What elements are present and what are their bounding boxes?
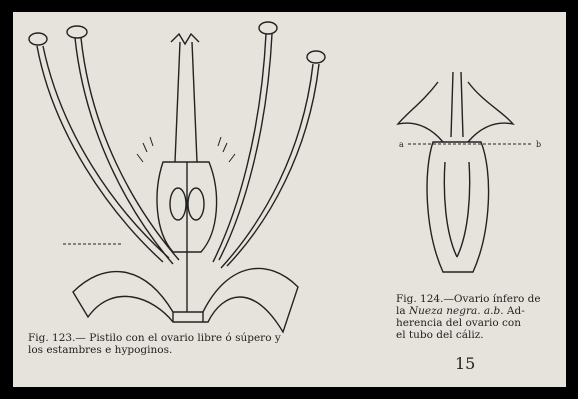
figure-123-caption: Fig. 123.— Pistilo con el ovario libre ó… [28,332,281,356]
caption-124-line-3: herencia del ovario con [396,317,541,329]
sepal-right [468,82,513,142]
ovule-right [188,188,204,220]
style-124 [451,72,463,137]
ovary-124 [427,142,489,272]
scanned-page: a b Fig. 123.— Pistilo con el ovario lib… [13,12,566,387]
label-b: b [536,140,541,149]
ovule-left [170,188,186,220]
caption-124-line-1: Fig. 124.—Ovario ínfero de [396,293,541,305]
anther-3 [259,22,277,34]
figure-124-ovary-illustration [398,72,533,272]
anther-4 [307,51,325,63]
stamen-filament-1 [37,46,163,262]
sepal-left [398,82,443,142]
caption-123-line-1: Fig. 123.— Pistilo con el ovario libre ó… [28,332,281,344]
caption-124-line-2: la Nueza negra. a.b. Ad- [396,305,541,317]
stamen-filament-2 [75,38,173,264]
caption-124-line-4: el tubo del cáliz. [396,329,541,341]
figure-124-caption: Fig. 124.—Ovario ínfero de la Nueza negr… [396,293,541,341]
stigma [171,34,199,44]
pistil-style [175,42,197,162]
page-number: 15 [455,354,475,373]
anther-2 [67,26,87,38]
label-a: a [399,140,404,149]
anther-1 [29,33,47,45]
caption-123-line-2: los estambres e hypoginos. [28,344,281,356]
receptacle [73,268,298,332]
